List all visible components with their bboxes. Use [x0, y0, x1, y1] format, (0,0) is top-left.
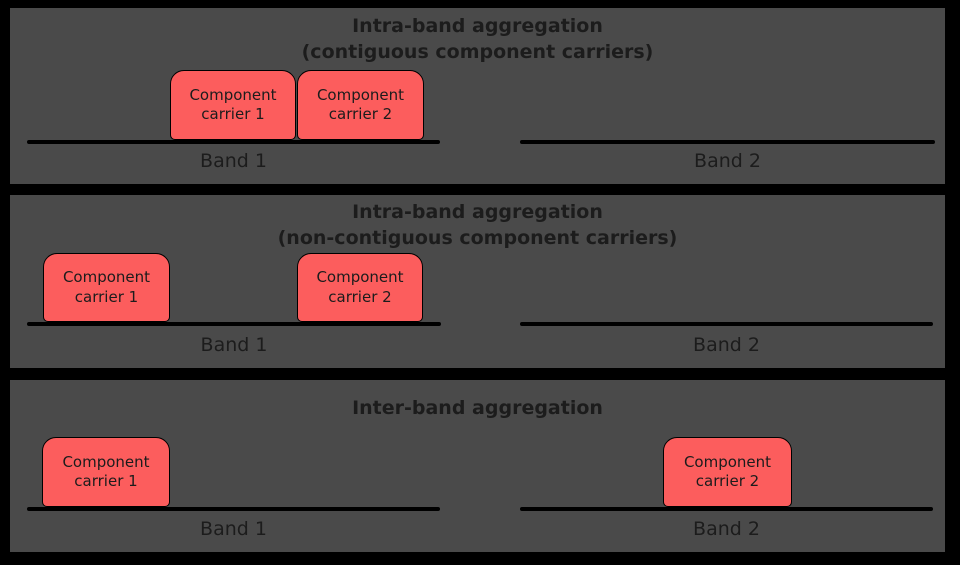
component-carrier-1-box: Component carrier 1	[43, 253, 170, 322]
band-1-line	[27, 507, 440, 511]
panel-title: Intra-band aggregation (contiguous compo…	[301, 15, 654, 63]
component-carrier-2-box: Component carrier 2	[663, 437, 792, 507]
panel-title: Intra-band aggregation (non-contiguous c…	[277, 201, 678, 249]
band-2-line	[520, 322, 933, 326]
band-1-line	[27, 140, 440, 144]
band-2-label: Band 2	[694, 150, 761, 172]
component-carrier-2-box: Component carrier 2	[297, 70, 424, 140]
component-carrier-1-box: Component carrier 1	[170, 70, 296, 140]
band-2-line	[520, 507, 933, 511]
component-carrier-2-box: Component carrier 2	[297, 253, 423, 322]
panel-intra-band-contiguous: Intra-band aggregation (contiguous compo…	[10, 8, 945, 184]
band-1-line	[27, 322, 441, 326]
band-1-label: Band 1	[200, 150, 267, 172]
band-2-label: Band 2	[693, 334, 760, 356]
band-2-label: Band 2	[693, 518, 760, 540]
band-2-line	[520, 140, 935, 144]
component-carrier-1-box: Component carrier 1	[42, 437, 170, 507]
panel-title: Inter-band aggregation	[352, 397, 603, 419]
band-1-label: Band 1	[200, 334, 268, 356]
panel-inter-band: Inter-band aggregation Component carrier…	[10, 380, 945, 552]
panel-intra-band-non-contiguous: Intra-band aggregation (non-contiguous c…	[10, 195, 945, 368]
band-1-label: Band 1	[200, 518, 267, 540]
